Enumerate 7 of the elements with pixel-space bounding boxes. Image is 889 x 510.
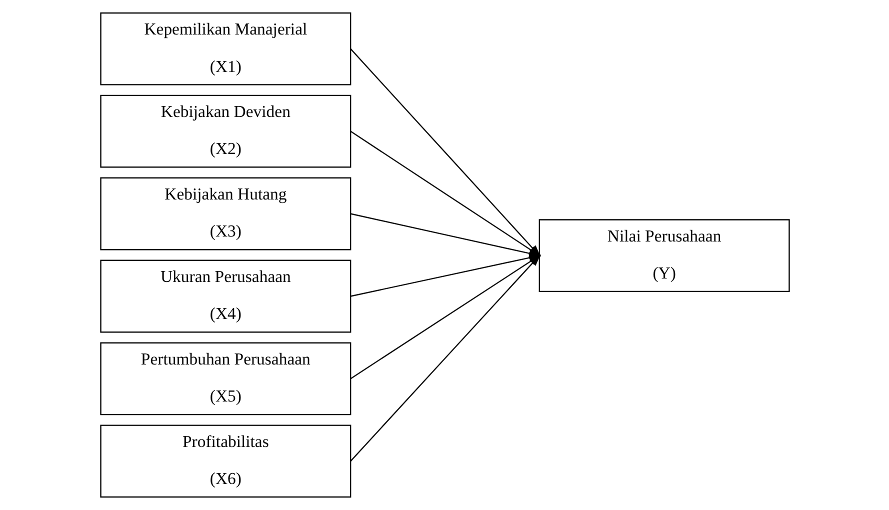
node-box: Ukuran Perusahaan (X4)	[100, 260, 351, 333]
node-box: Kepemilikan Manajerial (X1)	[100, 12, 351, 86]
node-box: Kebijakan Hutang (X3)	[100, 177, 351, 250]
node-box: Pertumbuhan Perusahaan (X5)	[100, 342, 351, 416]
node-box: Kebijakan Deviden (X2)	[100, 94, 351, 168]
node-box: Profitabilitas (X6)	[100, 424, 351, 498]
node-box: Nilai Perusahaan (Y)	[538, 219, 790, 292]
